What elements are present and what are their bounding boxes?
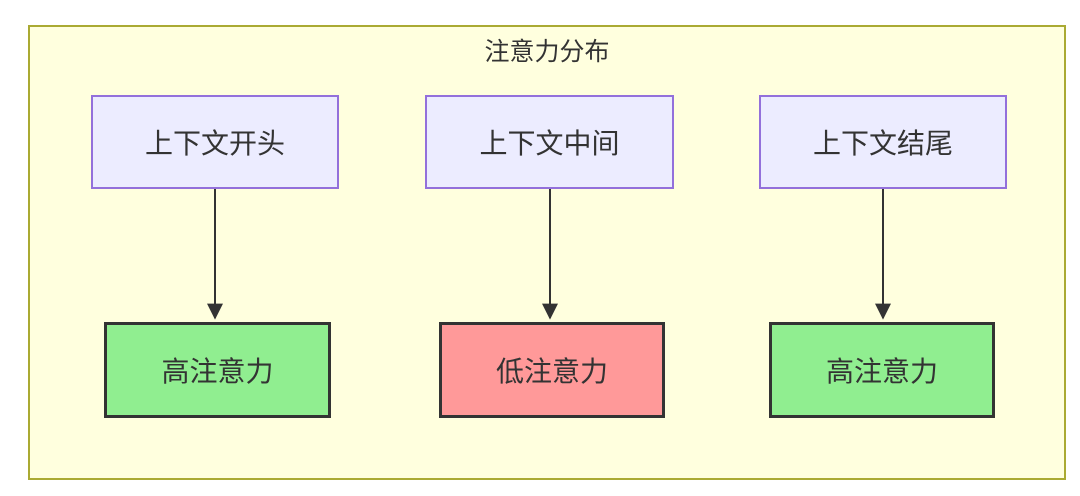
- node-context-end-label: 上下文结尾: [812, 128, 953, 159]
- node-low-attention-middle[interactable]: 低注意力: [439, 322, 665, 418]
- node-low-attention-middle-label: 低注意力: [495, 356, 608, 387]
- node-context-middle-label: 上下文中间: [479, 128, 620, 159]
- node-context-middle[interactable]: 上下文中间: [425, 95, 674, 189]
- node-context-end[interactable]: 上下文结尾: [759, 95, 1007, 189]
- node-high-attention-left-label: 高注意力: [161, 356, 274, 387]
- node-high-attention-left[interactable]: 高注意力: [104, 322, 331, 418]
- node-high-attention-right[interactable]: 高注意力: [769, 322, 995, 418]
- cluster-attention-distribution: 注意力分布 上下文开头 上下文中间 上下文结尾 高注意力 低注意力: [28, 25, 1066, 480]
- node-context-beginning[interactable]: 上下文开头: [91, 95, 339, 189]
- node-high-attention-right-label: 高注意力: [825, 356, 938, 387]
- node-context-beginning-label: 上下文开头: [144, 128, 285, 159]
- diagram-title: 注意力分布: [484, 38, 610, 66]
